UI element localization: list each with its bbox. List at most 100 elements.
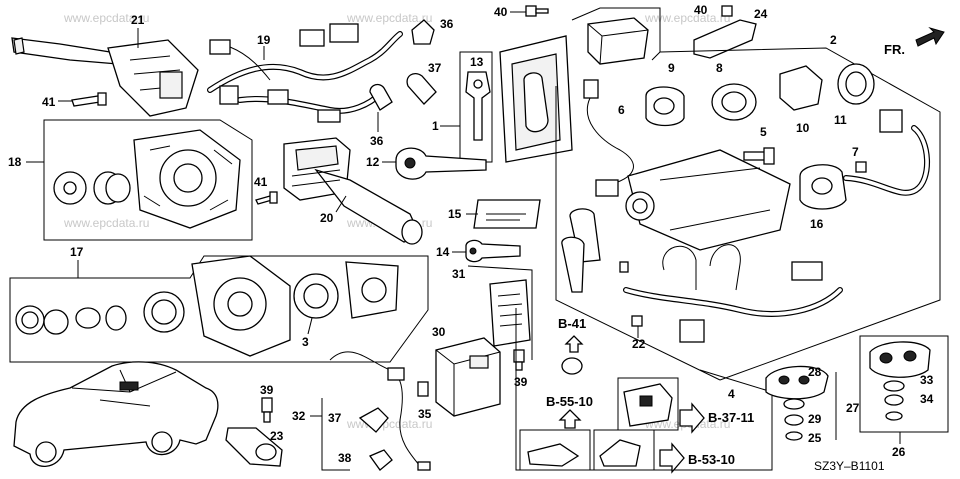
- part-8-lock-cylinder[interactable]: [711, 83, 757, 121]
- part-14-master-key[interactable]: [465, 239, 521, 263]
- group-frame-26: [859, 335, 949, 433]
- part-37-clip[interactable]: [358, 407, 389, 433]
- part-7-nut[interactable]: [855, 161, 867, 173]
- ref-arrow-right: [679, 402, 705, 434]
- part-11-ring[interactable]: [837, 63, 875, 105]
- part-9-lock-cover[interactable]: [645, 86, 685, 127]
- part-30-control-unit[interactable]: [435, 337, 501, 417]
- callout-40: 40: [694, 3, 708, 17]
- part-3-cable-reel[interactable]: [293, 273, 339, 319]
- part-31-manual[interactable]: [489, 279, 531, 347]
- group-frame-2: [659, 47, 941, 381]
- part-20-lighting-switch[interactable]: [283, 137, 423, 245]
- callout-1: 1: [432, 119, 439, 133]
- callout-38: 38: [338, 451, 352, 465]
- callout-26: 26: [892, 445, 906, 459]
- callout-28: 28: [808, 365, 822, 379]
- ref-b41[interactable]: B-41: [558, 316, 586, 331]
- part-39-bolt[interactable]: [261, 397, 273, 423]
- callout-36: 36: [440, 17, 454, 31]
- callout-32: 32: [292, 409, 306, 423]
- part-37-clip[interactable]: [406, 72, 437, 105]
- diagram-code: SZ3Y–B1101: [814, 459, 885, 473]
- part-35-screw[interactable]: [417, 381, 429, 397]
- part-19-wire-harness[interactable]: [207, 23, 403, 123]
- ref-b5310[interactable]: B-53-10: [688, 452, 735, 467]
- part-trunk-lock-cylinder[interactable]: [527, 443, 580, 467]
- callout-14: 14: [436, 245, 450, 259]
- part-24-bracket[interactable]: [693, 19, 757, 59]
- callout-7: 7: [852, 145, 859, 159]
- callout-37: 37: [328, 411, 342, 425]
- callout-4: 4: [728, 387, 735, 401]
- callout-2: 2: [830, 33, 837, 47]
- watermark-text: www.epcdata.ru: [63, 216, 149, 230]
- watermark-text: www.epcdata.ru: [346, 11, 432, 25]
- callout-41: 41: [42, 95, 56, 109]
- part-27-transmitter[interactable]: [765, 365, 829, 441]
- part-13-key-blank[interactable]: [465, 71, 491, 141]
- part-5-bolt[interactable]: [743, 147, 775, 165]
- callout-13: 13: [470, 55, 484, 69]
- part-40-bolt[interactable]: [721, 5, 733, 17]
- part-41-bolt[interactable]: [255, 191, 278, 205]
- callout-34: 34: [920, 392, 934, 406]
- part-17-cable-reel-assembly[interactable]: [15, 255, 399, 357]
- part-10-bracket[interactable]: [779, 65, 823, 111]
- part-36-clip[interactable]: [411, 19, 435, 45]
- callout-8: 8: [716, 61, 723, 75]
- watermark-text: www.epcdata.ru: [63, 11, 149, 25]
- callout-39: 39: [260, 383, 274, 397]
- part-32-sensor-cable[interactable]: [329, 351, 431, 471]
- callout-25: 25: [808, 431, 822, 445]
- leader-line: [307, 317, 313, 335]
- ref-b3711[interactable]: B-37-11: [708, 410, 754, 425]
- ref-b5510[interactable]: B-55-10: [546, 394, 593, 409]
- callout-12: 12: [366, 155, 380, 169]
- group-frame-32: [321, 398, 350, 471]
- part-4-wire-harness[interactable]: [619, 244, 843, 343]
- callout-23: 23: [270, 429, 284, 443]
- part-keyless-transmitter[interactable]: [623, 383, 673, 427]
- callout-3: 3: [302, 335, 309, 349]
- part-38-clip[interactable]: [369, 449, 393, 471]
- part-12-key[interactable]: [395, 147, 487, 180]
- group-frame-13: [459, 51, 493, 163]
- part-receiver-unit[interactable]: [587, 17, 649, 65]
- group-frame-receiver: [571, 7, 661, 61]
- part-18-cable-reel-assembly[interactable]: [53, 129, 241, 229]
- group-frame-4: [555, 86, 721, 381]
- part-15-key-tag[interactable]: [473, 199, 541, 229]
- reference-frame: [515, 308, 773, 471]
- part-1-key-card-holder[interactable]: [499, 35, 573, 163]
- part-26-transmitter[interactable]: [869, 341, 931, 421]
- callout-15: 15: [448, 207, 462, 221]
- part-23-switch-assembly[interactable]: [225, 427, 283, 467]
- vehicle-location-illustration: [13, 361, 219, 467]
- group-frame-17: [9, 255, 429, 363]
- part-door-lock-cylinder[interactable]: [561, 357, 583, 375]
- callout-11: 11: [834, 113, 847, 127]
- callout-36: 36: [370, 134, 384, 148]
- callout-41: 41: [254, 175, 268, 189]
- group-frame-31: [467, 265, 533, 360]
- callout-24: 24: [754, 7, 768, 21]
- front-direction-arrow: FR.: [884, 26, 945, 57]
- callout-39: 39: [514, 375, 528, 389]
- callout-37: 37: [428, 61, 442, 75]
- callout-31: 31: [452, 267, 466, 281]
- part-door-latch[interactable]: [599, 439, 641, 467]
- part-40-bolt[interactable]: [525, 5, 549, 17]
- part-21-combination-switch[interactable]: [11, 37, 199, 117]
- callout-27: 27: [846, 401, 860, 415]
- callout-33: 33: [920, 373, 934, 387]
- callout-22: 22: [632, 337, 646, 351]
- callout-16: 16: [810, 217, 824, 231]
- part-4-steering-lock-assembly[interactable]: [561, 149, 791, 293]
- callout-21: 21: [131, 13, 145, 27]
- part-16-ignition-switch[interactable]: [799, 109, 931, 210]
- part-41-bolt[interactable]: [71, 92, 107, 107]
- part-36-clip[interactable]: [369, 83, 393, 111]
- part-6-sensor-wire[interactable]: [583, 79, 634, 197]
